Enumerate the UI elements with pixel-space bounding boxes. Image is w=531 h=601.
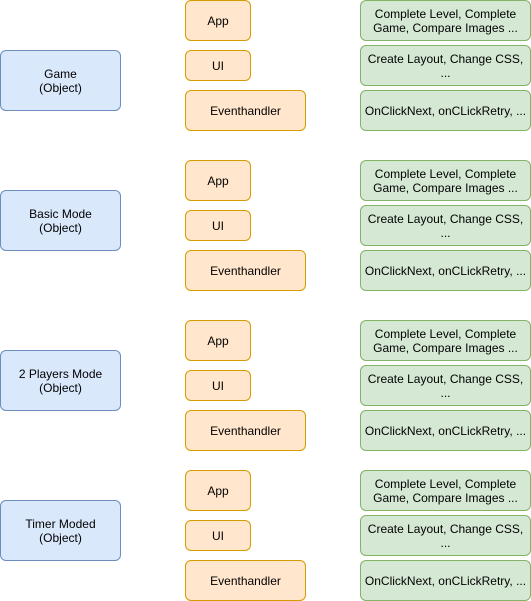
ui-detail-box: Create Layout, Change CSS, ... bbox=[360, 205, 531, 246]
object-box-game: Game (Object) bbox=[0, 50, 121, 111]
eventhandler-detail-box: OnClickNext, onCLickRetry, ... bbox=[360, 560, 531, 601]
app-detail-box: Complete Level, Complete Game, Compare I… bbox=[360, 0, 531, 41]
ui-box: UI bbox=[185, 520, 251, 551]
eventhandler-box: Eventhandler bbox=[185, 250, 306, 291]
eventhandler-box: Eventhandler bbox=[185, 560, 306, 601]
object-box-2-players-mode: 2 Players Mode (Object) bbox=[0, 350, 121, 411]
app-box: App bbox=[185, 320, 251, 361]
eventhandler-detail-box: OnClickNext, onCLickRetry, ... bbox=[360, 90, 531, 131]
app-detail-box: Complete Level, Complete Game, Compare I… bbox=[360, 160, 531, 201]
eventhandler-box: Eventhandler bbox=[185, 90, 306, 131]
app-box: App bbox=[185, 470, 251, 511]
ui-box: UI bbox=[185, 210, 251, 241]
ui-box: UI bbox=[185, 370, 251, 401]
ui-detail-box: Create Layout, Change CSS, ... bbox=[360, 365, 531, 406]
eventhandler-detail-box: OnClickNext, onCLickRetry, ... bbox=[360, 250, 531, 291]
object-box-timer-moded: Timer Moded (Object) bbox=[0, 500, 121, 561]
ui-box: UI bbox=[185, 50, 251, 81]
app-box: App bbox=[185, 0, 251, 41]
ui-detail-box: Create Layout, Change CSS, ... bbox=[360, 45, 531, 86]
app-detail-box: Complete Level, Complete Game, Compare I… bbox=[360, 470, 531, 511]
object-box-basic-mode: Basic Mode (Object) bbox=[0, 190, 121, 251]
ui-detail-box: Create Layout, Change CSS, ... bbox=[360, 515, 531, 556]
eventhandler-box: Eventhandler bbox=[185, 410, 306, 451]
app-box: App bbox=[185, 160, 251, 201]
app-detail-box: Complete Level, Complete Game, Compare I… bbox=[360, 320, 531, 361]
eventhandler-detail-box: OnClickNext, onCLickRetry, ... bbox=[360, 410, 531, 451]
